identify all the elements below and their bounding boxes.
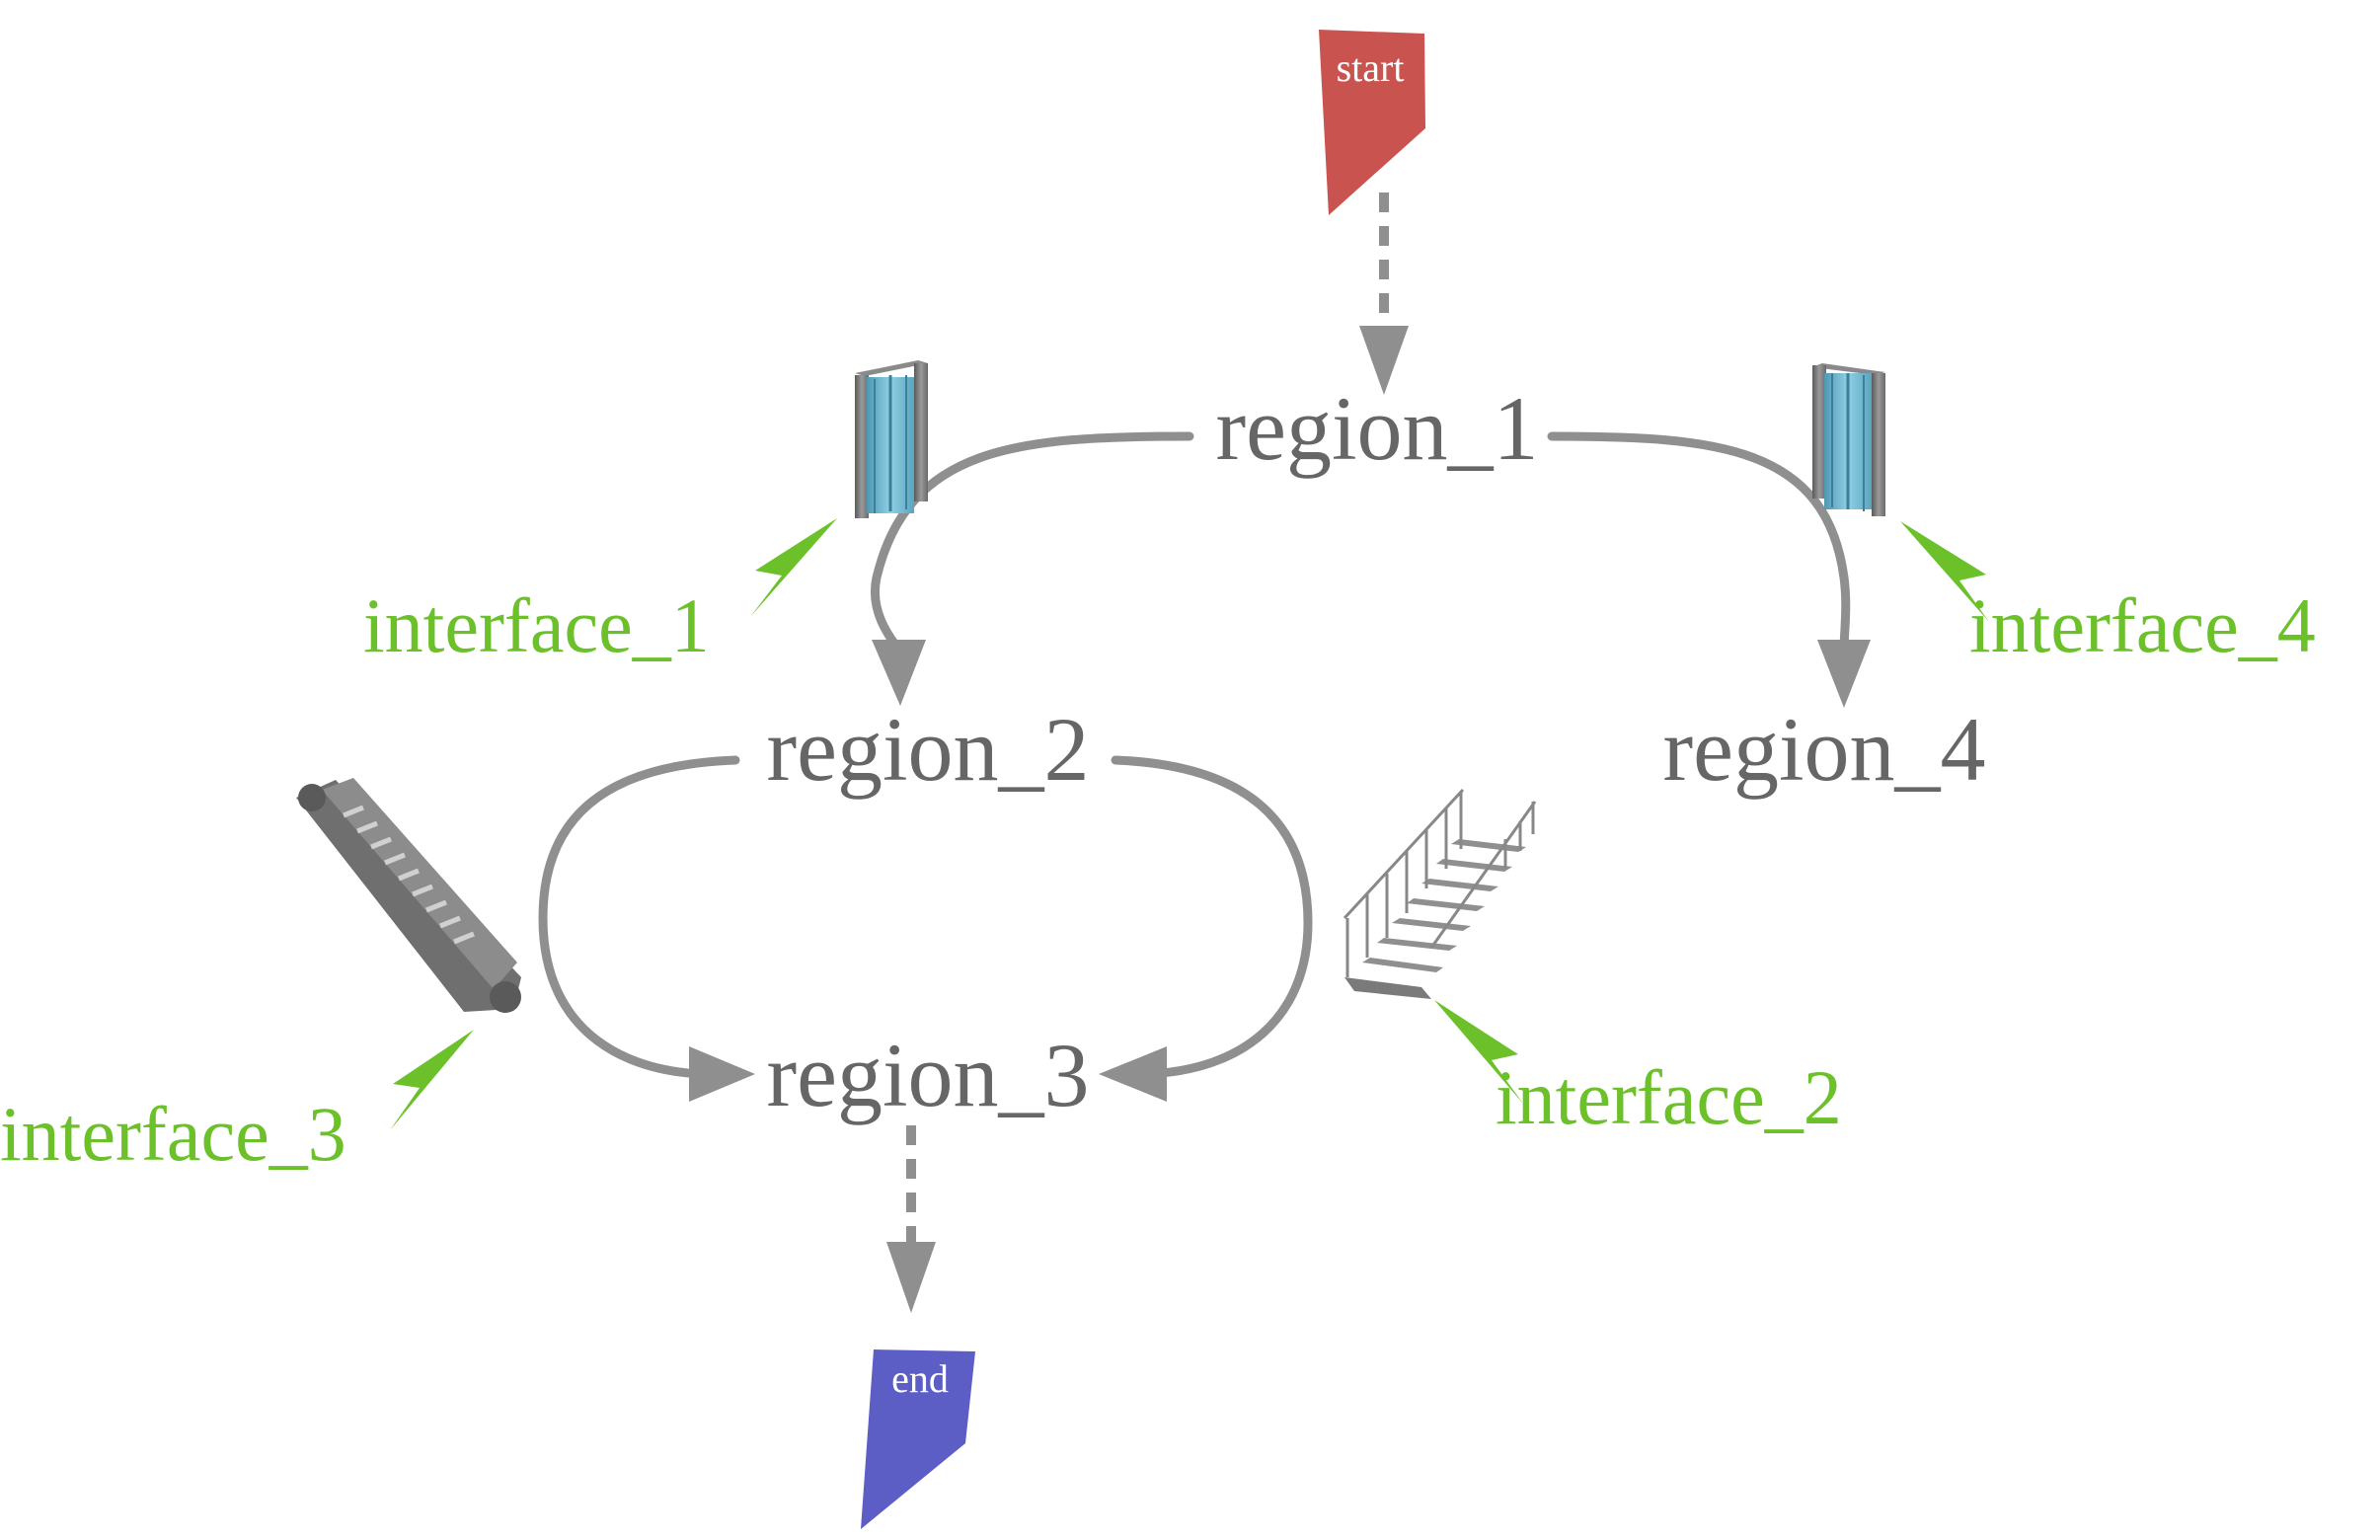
start-flag: start (1319, 30, 1425, 215)
region-3-label: region_3 (766, 1025, 1089, 1125)
region-2-label: region_2 (766, 699, 1089, 800)
region-2-to-region-3-left-edge (538, 755, 755, 1102)
interface-3-label: interface_3 (0, 1091, 346, 1177)
interface-1-label: interface_1 (363, 582, 710, 668)
start-flag-label: start (1337, 45, 1405, 90)
staircase-icon (1343, 788, 1537, 999)
elevator-door-icon (855, 360, 928, 518)
region-4-label: region_4 (1662, 699, 1985, 800)
start-to-region-1-edge (1359, 192, 1409, 395)
interface-4-pointer-arrow (1900, 521, 1989, 622)
region-1-to-region-4-edge (1547, 431, 1871, 708)
escalator-icon (296, 778, 521, 1013)
interface-3-pointer-arrow (390, 1030, 474, 1130)
end-flag: end (861, 1349, 975, 1529)
end-flag-label: end (891, 1356, 949, 1401)
interface-4-label: interface_4 (1969, 582, 2316, 668)
interface-2-pointer-arrow (1434, 1000, 1523, 1104)
interface-1-pointer-arrow (750, 518, 837, 617)
region-2-to-region-3-right-edge (1099, 755, 1313, 1102)
region-3-to-end-edge (886, 1125, 936, 1313)
elevator-door-icon (1812, 363, 1885, 516)
region-1-label: region_1 (1215, 378, 1538, 479)
interface-2-label: interface_2 (1496, 1054, 1842, 1140)
